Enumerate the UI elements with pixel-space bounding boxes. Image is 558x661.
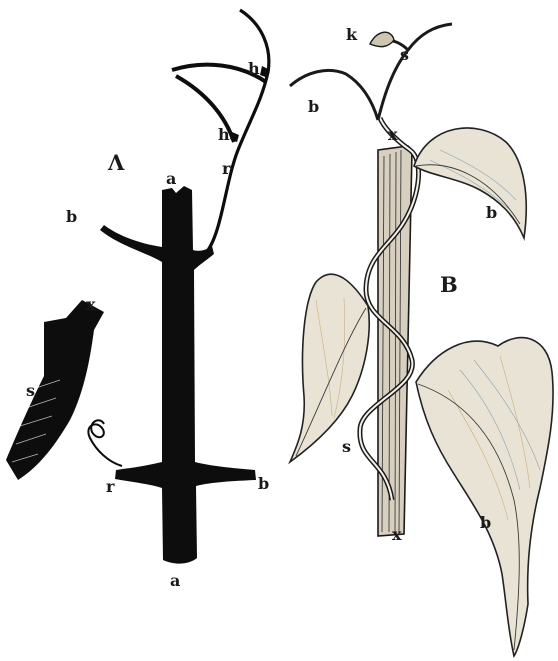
figure-a-label: Λ: [107, 150, 125, 175]
label-h-lower: h: [218, 125, 230, 144]
label-x-bottom: x: [392, 525, 402, 544]
label-x-support: x: [86, 295, 96, 314]
figure-b-leaf-left: [290, 274, 369, 462]
label-x-top: x: [388, 125, 398, 144]
label-s-lower: s: [342, 437, 351, 456]
label-b-bottom-right: b: [480, 513, 491, 532]
label-s-support: s: [26, 381, 35, 400]
label-b-top-left: b: [308, 97, 319, 116]
label-r-lower: r: [106, 477, 115, 496]
figure-b-leaf-bottom-right: [416, 338, 553, 656]
bud-icon: [370, 32, 394, 46]
label-r-upper: r: [222, 159, 231, 178]
label-a-bottom: a: [170, 571, 180, 590]
figure-a-main-stem: [100, 186, 256, 564]
label-b-lower: b: [258, 474, 269, 493]
figure-b: B x x k s s b b b: [290, 24, 553, 656]
figure-b-label: B: [440, 272, 458, 297]
figure-b-leaf-top-right: [414, 128, 526, 238]
figure-a: Λ a a b b r r h h x s: [6, 10, 270, 590]
label-s-upper: s: [400, 45, 409, 64]
label-k-bud: k: [346, 25, 358, 44]
label-a-top: a: [166, 169, 176, 188]
figure-a-support-branch: [6, 300, 104, 480]
label-b-upper: b: [66, 207, 77, 226]
label-h-upper: h: [248, 59, 260, 78]
label-b-top-right: b: [486, 203, 497, 222]
figure-a-tendril-curl: [88, 420, 122, 466]
